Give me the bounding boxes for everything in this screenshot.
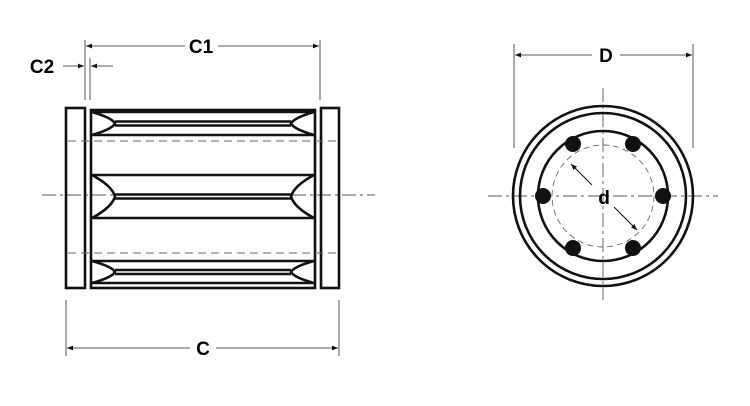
retainer-circle xyxy=(518,111,688,281)
end-view: d xyxy=(488,88,718,300)
dimension-c1: C1 xyxy=(84,37,321,100)
label-c1: C1 xyxy=(189,37,214,58)
ball-grooves xyxy=(91,110,315,285)
groove-row xyxy=(91,259,315,285)
label-d: d xyxy=(598,188,610,209)
dimension-d-outer: D xyxy=(513,44,694,148)
outer-circle xyxy=(511,104,695,288)
right-retainer-ring xyxy=(319,106,341,290)
balls xyxy=(535,136,671,256)
label-c2: C2 xyxy=(30,57,54,78)
bore-circle xyxy=(551,144,655,248)
side-view xyxy=(42,106,375,290)
groove-row xyxy=(91,173,315,220)
ball xyxy=(655,188,671,204)
label-D: D xyxy=(599,46,613,67)
ball xyxy=(535,188,551,204)
ball xyxy=(565,136,581,152)
ball xyxy=(625,240,641,256)
bearing-body xyxy=(89,108,317,290)
groove-row xyxy=(91,110,315,137)
ball xyxy=(625,136,641,152)
left-retainer-ring xyxy=(64,106,87,290)
dimension-c: C xyxy=(65,300,340,360)
label-c: C xyxy=(196,339,210,360)
dimension-c2: C2 xyxy=(30,57,113,78)
ball xyxy=(565,240,581,256)
